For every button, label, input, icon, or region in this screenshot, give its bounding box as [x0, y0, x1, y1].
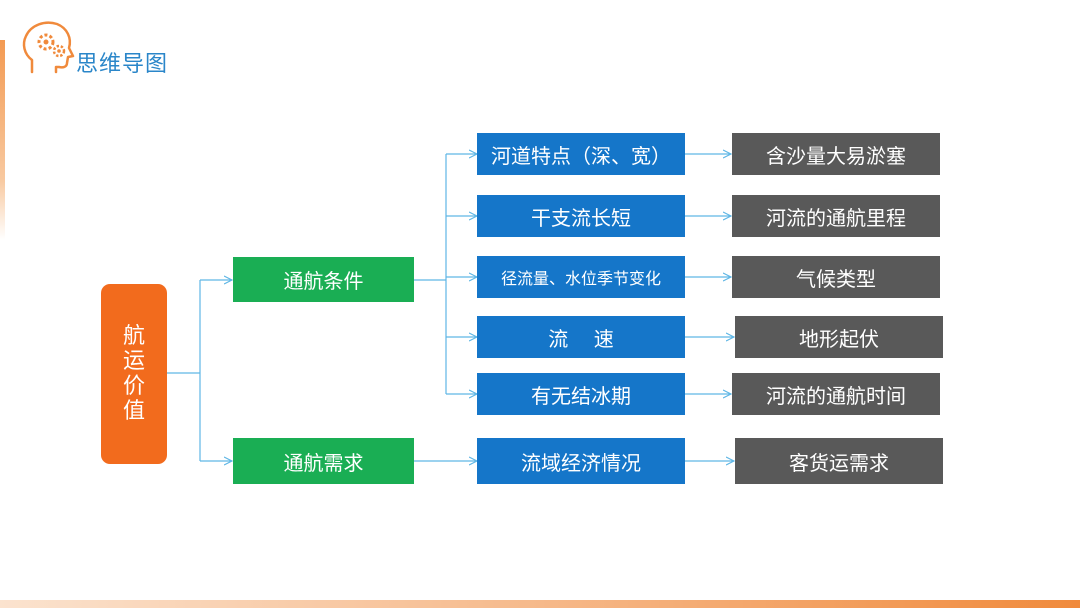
factor-node-flow-speed: 流 速	[477, 316, 685, 358]
bottom-accent-bar	[0, 600, 1080, 608]
head-gears-icon	[22, 21, 75, 74]
factor-label: 有无结冰期	[531, 383, 631, 408]
effect-label: 气候类型	[796, 266, 876, 291]
factor-node-river-length: 干支流长短	[477, 195, 685, 237]
branch-node-navigation-demand: 通航需求	[233, 438, 414, 484]
branch-label: 通航条件	[283, 269, 364, 293]
root-label: 航运价值	[122, 324, 145, 424]
factor-label: 流 速	[548, 326, 614, 351]
effect-node-transport-demand: 客货运需求	[735, 438, 943, 484]
root-node: 航运价值	[101, 284, 167, 464]
branch-node-navigation-conditions: 通航条件	[233, 257, 414, 302]
effect-node-siltation: 含沙量大易淤塞	[732, 133, 940, 175]
branch-label: 通航需求	[283, 450, 364, 475]
effect-node-climate-type: 气候类型	[732, 256, 940, 298]
effect-label: 地形起伏	[799, 326, 879, 351]
page-title: 思维导图	[76, 52, 169, 77]
factor-node-runoff: 径流量、水位季节变化	[477, 256, 685, 298]
factor-label: 河道特点（深、宽）	[491, 143, 671, 168]
factor-label: 干支流长短	[531, 205, 631, 230]
effect-label: 河流的通航里程	[766, 205, 906, 230]
factor-node-channel: 河道特点（深、宽）	[477, 133, 685, 175]
effect-label: 河流的通航时间	[766, 383, 906, 408]
effect-node-terrain: 地形起伏	[735, 316, 943, 358]
left-accent-strip	[0, 40, 5, 240]
factor-node-basin-economy: 流域经济情况	[477, 438, 685, 484]
effect-label: 含沙量大易淤塞	[766, 143, 906, 168]
factor-label: 径流量、水位季节变化	[500, 269, 661, 288]
effect-label: 客货运需求	[789, 450, 889, 475]
effect-node-navigable-length: 河流的通航里程	[732, 195, 940, 237]
effect-node-navigable-time: 河流的通航时间	[732, 373, 940, 415]
factor-node-freeze-period: 有无结冰期	[477, 373, 685, 415]
factor-label: 流域经济情况	[521, 450, 641, 475]
